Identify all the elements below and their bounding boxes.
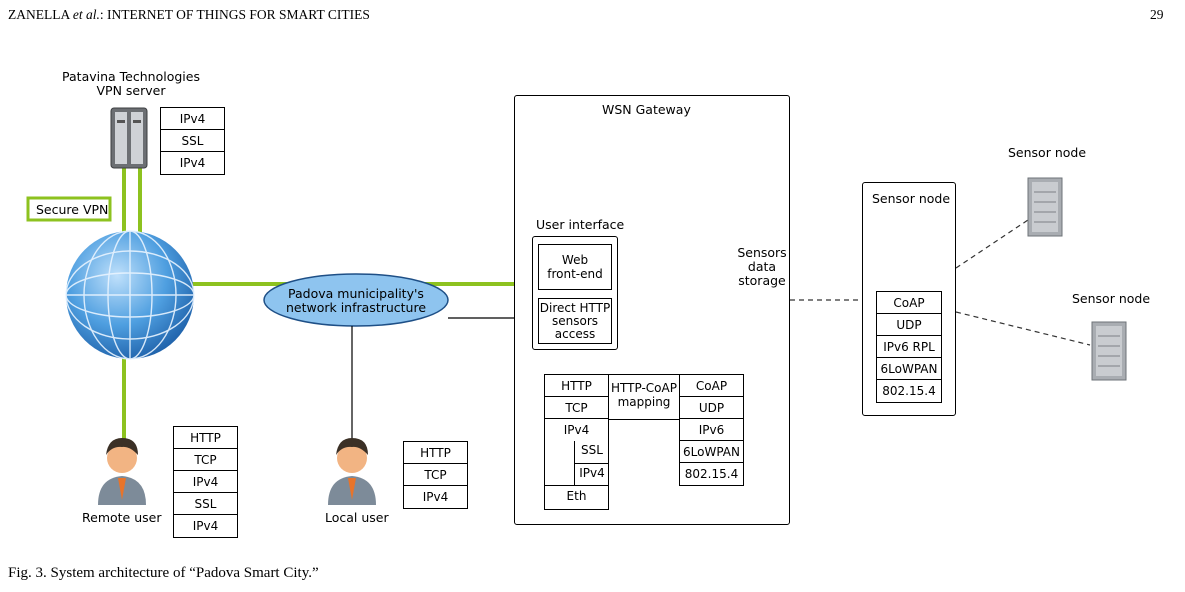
direct-http-line2: sensors — [551, 314, 599, 328]
wsn-gateway-title: WSN Gateway — [602, 102, 691, 117]
protocol-cell: HTTP — [174, 427, 237, 449]
protocol-cell: IPv4 — [563, 423, 590, 437]
protocol-cell: CoAP — [877, 292, 941, 314]
secure-vpn-frame — [26, 196, 112, 222]
sensor-1-dashed — [955, 219, 1029, 269]
network-cloud-shape — [263, 273, 449, 327]
local-user-stack: HTTP TCP IPv4 — [403, 441, 468, 509]
storage-line3: storage — [738, 273, 786, 288]
protocol-cell: IPv4 — [174, 471, 237, 493]
sensor-node-box-title: Sensor node — [872, 191, 951, 206]
web-frontend-line1: Web — [561, 253, 589, 267]
protocol-cell: TCP — [545, 397, 608, 419]
vpn-server-title-line2: VPN server — [96, 83, 166, 98]
direct-http-box: Direct HTTP sensors access — [538, 298, 612, 344]
protocol-cell: IPv4 — [422, 490, 449, 504]
protocol-cell: UDP — [877, 314, 941, 336]
sensor-node-2-label: Sensor node — [1072, 291, 1151, 306]
protocol-cell: IPv4 — [192, 519, 219, 533]
sensors-data-storage-label: Sensors data storage — [733, 246, 791, 288]
mapping-line2: mapping — [617, 395, 671, 409]
protocol-cell: UDP — [680, 397, 743, 419]
protocol-cell: TCP — [404, 464, 467, 486]
direct-http-line1: Direct HTTP — [539, 301, 611, 315]
gateway-right-stack: CoAP UDP IPv6 6LoWPAN 802.15.4 — [679, 374, 744, 486]
remote-user-avatar — [98, 438, 146, 505]
running-head: ZANELLA et al.: INTERNET OF THINGS FOR S… — [8, 7, 370, 23]
http-coap-mapping-label: HTTP-CoAP mapping — [608, 381, 680, 409]
network-label-line1: Padova municipality's — [288, 286, 424, 301]
vpn-line-network — [138, 168, 532, 286]
globe-icon — [65, 230, 195, 360]
protocol-cell: HTTP — [545, 375, 608, 397]
running-head-etal: et al. — [72, 7, 100, 22]
storage-line1: Sensors — [737, 245, 787, 260]
protocol-cell: SSL — [174, 493, 237, 515]
web-frontend-line2: front-end — [547, 267, 603, 281]
protocol-cell: TCP — [174, 449, 237, 471]
protocol-cell: IPv6 — [680, 419, 743, 441]
mapping-frame — [609, 374, 679, 420]
protocol-cell: HTTP — [404, 442, 467, 464]
sensor-node-icon-1 — [1027, 177, 1063, 237]
secure-vpn-label: Secure VPN — [36, 202, 109, 217]
sensor-2-dashed — [955, 311, 1091, 346]
protocol-cell: SSL — [581, 443, 603, 457]
local-user-label: Local user — [325, 510, 389, 525]
protocol-cell: 802.15.4 — [684, 467, 739, 481]
sensor-node-icon-2 — [1091, 321, 1127, 381]
protocol-cell: Eth — [566, 489, 587, 503]
network-label-line2: network infrastructure — [285, 300, 427, 315]
mapping-line1: HTTP-CoAP — [611, 381, 677, 395]
protocol-cell: IPv4 — [161, 108, 224, 130]
protocol-cell: IPv6 RPL — [877, 336, 941, 358]
storage-line2: data — [747, 259, 777, 274]
page-number: 29 — [1150, 7, 1164, 22]
protocol-cell: IPv4 — [579, 466, 605, 480]
web-frontend-box: Web front-end — [538, 244, 612, 290]
local-user-avatar — [328, 438, 376, 505]
direct-http-line3: access — [554, 327, 596, 341]
protocol-cell: CoAP — [680, 375, 743, 397]
gateway-sub-mid — [574, 463, 609, 465]
remote-user-stack: HTTP TCP IPv4 SSL IPv4 — [173, 426, 238, 538]
vpn-server-title-line1: Patavina Technologies — [62, 69, 200, 84]
protocol-cell: 6LoWPAN — [680, 441, 743, 463]
server-icon — [110, 107, 148, 169]
protocol-cell: SSL — [161, 130, 224, 152]
protocol-cell: 6LoWPAN — [877, 358, 941, 380]
running-head-suffix: : INTERNET OF THINGS FOR SMART CITIES — [99, 7, 370, 22]
remote-user-label: Remote user — [82, 510, 162, 525]
sensor-node-1-label: Sensor node — [1008, 145, 1087, 160]
vpn-server-stack: IPv4 SSL IPv4 — [160, 107, 225, 175]
figure-caption: Fig. 3. System architecture of “Padova S… — [8, 565, 319, 581]
user-interface-label: User interface — [536, 217, 625, 232]
running-head-prefix: ZANELLA — [8, 7, 73, 22]
gateway-left-stack: HTTP TCP IPv4 — [544, 374, 609, 510]
protocol-cell: IPv4 — [179, 156, 206, 170]
vpn-server-title: Patavina Technologies VPN server — [56, 70, 206, 98]
network-infrastructure-label: Padova municipality's network infrastruc… — [268, 287, 444, 315]
sensor-node-stack: CoAP UDP IPv6 RPL 6LoWPAN 802.15.4 — [876, 291, 942, 403]
gateway-sub-bottom — [544, 485, 609, 487]
protocol-cell: 802.15.4 — [882, 384, 936, 398]
